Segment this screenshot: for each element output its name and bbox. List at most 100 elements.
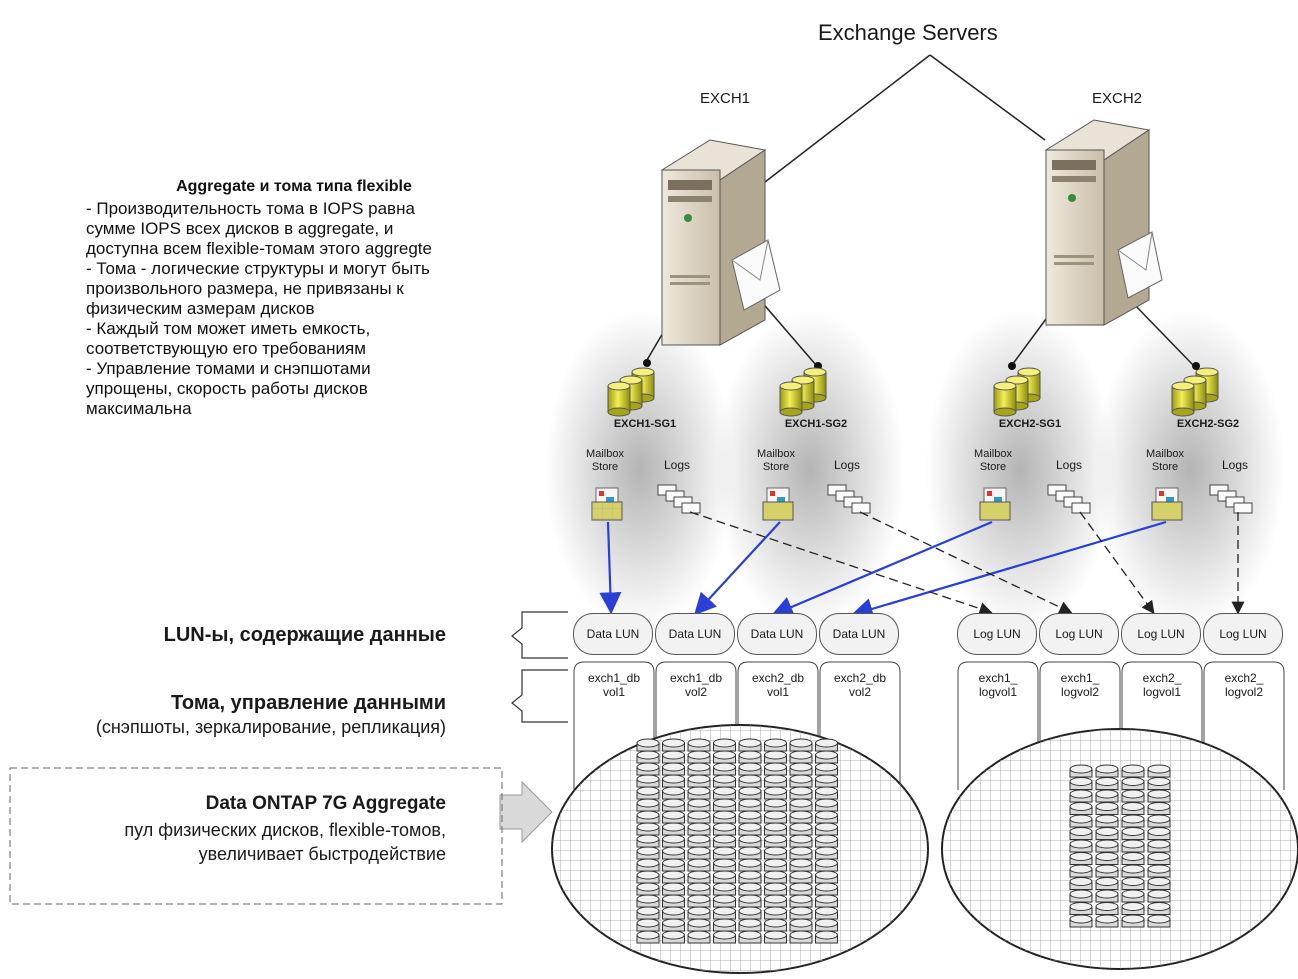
disk-top <box>1095 777 1119 786</box>
log-lun: Log LUN <box>1121 613 1201 655</box>
disk-top <box>1095 864 1119 874</box>
disk-top <box>738 810 762 820</box>
notes-line: физическим азмерам дисков <box>86 299 315 318</box>
disk-top <box>789 750 813 760</box>
disk-top <box>764 762 787 772</box>
disk-top <box>687 894 711 904</box>
disk-top <box>738 846 762 856</box>
disk-top <box>789 930 813 940</box>
disk-top <box>764 846 787 856</box>
disk-top <box>764 918 787 928</box>
disk-top <box>789 858 813 868</box>
disk-top <box>662 798 685 808</box>
disk-top <box>662 738 685 748</box>
shadow-glows <box>545 310 1285 630</box>
disk-top <box>815 762 838 772</box>
disk-top <box>687 774 711 784</box>
disk-top <box>815 930 838 940</box>
disk-top <box>713 858 736 868</box>
disk-top <box>1069 839 1093 849</box>
disk-top <box>764 858 787 868</box>
disk-top <box>662 822 685 832</box>
disk-top <box>764 750 787 760</box>
disk-top <box>662 894 685 904</box>
disk-top <box>687 834 711 844</box>
disk-top <box>662 930 685 940</box>
disk-top <box>815 786 838 796</box>
disk-top <box>636 810 660 820</box>
notes-line: соответствующую его требованиям <box>86 339 366 358</box>
disk-top <box>738 882 762 892</box>
disk-top <box>1069 777 1093 786</box>
disk-top <box>1095 902 1119 911</box>
disk-top <box>789 786 813 796</box>
disk-top <box>662 762 685 772</box>
disk-top <box>1095 764 1119 774</box>
disk-top <box>1121 852 1145 861</box>
disk-top <box>713 930 736 940</box>
disk-top <box>1069 827 1093 836</box>
disk-top <box>789 810 813 820</box>
disk-top <box>738 774 762 784</box>
disk-top <box>662 870 685 880</box>
disk-top <box>636 798 660 808</box>
aggregate-arrow <box>499 780 553 844</box>
disk-top <box>815 822 838 832</box>
disk-top <box>662 858 685 868</box>
disk-top <box>789 774 813 784</box>
disk-top <box>662 786 685 796</box>
disk-top <box>1147 914 1171 924</box>
disk-top <box>815 846 838 856</box>
disk-top <box>636 894 660 904</box>
logs-label: Logs <box>1055 458 1083 472</box>
notes-line: - Управление томами и снэпшотами <box>86 359 371 378</box>
disk-top <box>789 870 813 880</box>
log-volume-label: exch1_logvol2 <box>1060 671 1100 699</box>
disk-top <box>738 870 762 880</box>
notes-line: упрощены, скорость работы дисков <box>86 379 368 398</box>
disk-top <box>687 750 711 760</box>
disk-top <box>1147 864 1171 874</box>
disk-top <box>687 882 711 892</box>
disk-top <box>815 906 838 916</box>
notes-line: произвольного размера, не привязаны к <box>86 279 404 298</box>
disk-top <box>789 822 813 832</box>
disk-top <box>662 810 685 820</box>
disk-top <box>1069 764 1093 774</box>
aggregate-section-line1: пул физических дисков, flexible-томов, <box>124 820 446 840</box>
volumes-section-subtitle: (снэпшоты, зеркалирование, репликация) <box>95 717 446 737</box>
disk-top <box>636 834 660 844</box>
disk-top <box>687 930 711 940</box>
disk-top <box>738 906 762 916</box>
disk-top <box>1121 827 1145 836</box>
disk-top <box>713 834 736 844</box>
disk-top <box>815 858 838 868</box>
disk-top <box>636 882 660 892</box>
disk-top <box>738 894 762 904</box>
notes-line: - Производительность тома в IOPS равна <box>86 199 415 218</box>
disk-top <box>1121 864 1145 874</box>
diagram-title: Exchange Servers <box>818 20 998 45</box>
disk-top <box>1069 877 1093 886</box>
disk-top <box>713 762 736 772</box>
disk-top <box>713 846 736 856</box>
disk-top <box>1147 852 1171 861</box>
disk-top <box>1121 839 1145 849</box>
disk-top <box>764 810 787 820</box>
disk-top <box>1121 814 1145 824</box>
disk-top <box>1121 914 1145 924</box>
disk-top <box>636 846 660 856</box>
disk-top <box>662 750 685 760</box>
aggregate-notes: Aggregate и тома типа flexible - Произво… <box>86 177 516 419</box>
storage-group-label: EXCH2-SG2 <box>1176 418 1240 430</box>
disk-top <box>815 882 838 892</box>
disk-top <box>1147 764 1171 774</box>
disk-top <box>636 774 660 784</box>
disk-top <box>687 786 711 796</box>
disk-top <box>1147 839 1171 849</box>
disk-top <box>713 906 736 916</box>
mailbox-store-label: Mailbox Store <box>757 448 795 473</box>
